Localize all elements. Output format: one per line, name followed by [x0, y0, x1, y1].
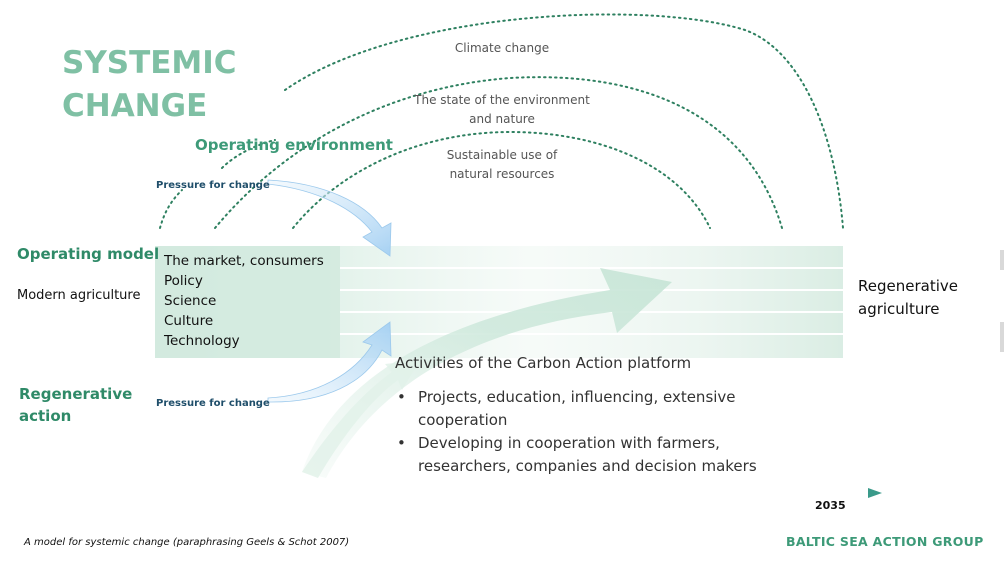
transition-arrow: [302, 268, 672, 478]
activities-title: Activities of the Carbon Action platform: [395, 354, 692, 372]
arc-label-climate-change: Climate change: [402, 39, 602, 58]
title-line-2: CHANGE: [62, 88, 208, 124]
regenerative-agriculture-line-1: Regenerative: [858, 277, 958, 295]
regenerative-action-label: Regenerative action: [19, 385, 133, 425]
regime-item-technology: Technology: [164, 333, 240, 349]
regime-item-science: Science: [164, 293, 217, 309]
bullet-line: researchers, companies and decision make…: [418, 457, 757, 475]
arc-label-line: Climate change: [454, 41, 550, 55]
bullet-line: cooperation: [418, 411, 508, 429]
regime-item-policy: Policy: [164, 273, 203, 289]
pressure-for-change-bottom-label: Pressure for change: [156, 398, 270, 409]
arc-label-environment-nature: The state of the environment and nature: [392, 91, 612, 129]
activities-bullet-item: Projects, education, influencing, extens…: [395, 386, 795, 432]
bullet-line: Projects, education, influencing, extens…: [418, 388, 736, 406]
arc-label-line: The state of the environment: [414, 93, 590, 107]
pressure-arrow-bottom: [267, 321, 392, 403]
diagram-title: SYSTEMIC CHANGE: [62, 42, 302, 128]
modern-agriculture-label: Modern agriculture: [17, 288, 141, 303]
figure-caption: A model for systemic change (paraphrasin…: [24, 537, 350, 548]
title-line-1: SYSTEMIC: [62, 45, 237, 81]
arc-left-stub-2: [221, 139, 276, 169]
pressure-arrow-top: [267, 179, 392, 257]
pressure-for-change-top-label: Pressure for change: [156, 180, 270, 191]
activities-arrow: [302, 360, 420, 478]
regime-label-box: [155, 246, 340, 358]
regime-item-market: The market, consumers: [164, 253, 324, 269]
arc-label-line: Sustainable use of: [446, 148, 558, 162]
brand-logo-text: BALTIC SEA ACTION GROUP: [786, 534, 984, 549]
activities-bullet-item: Developing in cooperation with farmers, …: [395, 432, 795, 478]
edge-mark-bottom: [1000, 322, 1004, 352]
regenerative-agriculture-line-2: agriculture: [858, 300, 940, 318]
arc-label-line: natural resources: [449, 167, 555, 181]
arc-climate-change: [284, 13, 844, 229]
regime-item-culture: Culture: [164, 313, 214, 329]
arc-label-line: and nature: [469, 112, 535, 126]
bullet-line: Developing in cooperation with farmers,: [418, 434, 720, 452]
timeline-arrowhead: [868, 488, 882, 498]
arc-sustainable-use: [292, 130, 711, 229]
operating-model-label: Operating model: [17, 245, 160, 263]
timeline-year-label: 2035: [815, 499, 846, 512]
arc-environment-nature: [214, 76, 783, 229]
activities-bullet-list: Projects, education, influencing, extens…: [395, 386, 795, 478]
regenerative-agriculture-label: Regenerative agriculture: [858, 275, 988, 321]
arc-left-stub-1: [159, 189, 183, 229]
regime-items-list: The market, consumers Policy Science Cul…: [164, 251, 324, 351]
operating-environment-label: Operating environment: [195, 136, 393, 154]
arc-label-sustainable-use: Sustainable use of natural resources: [412, 146, 592, 184]
edge-mark-top: [1000, 250, 1004, 270]
